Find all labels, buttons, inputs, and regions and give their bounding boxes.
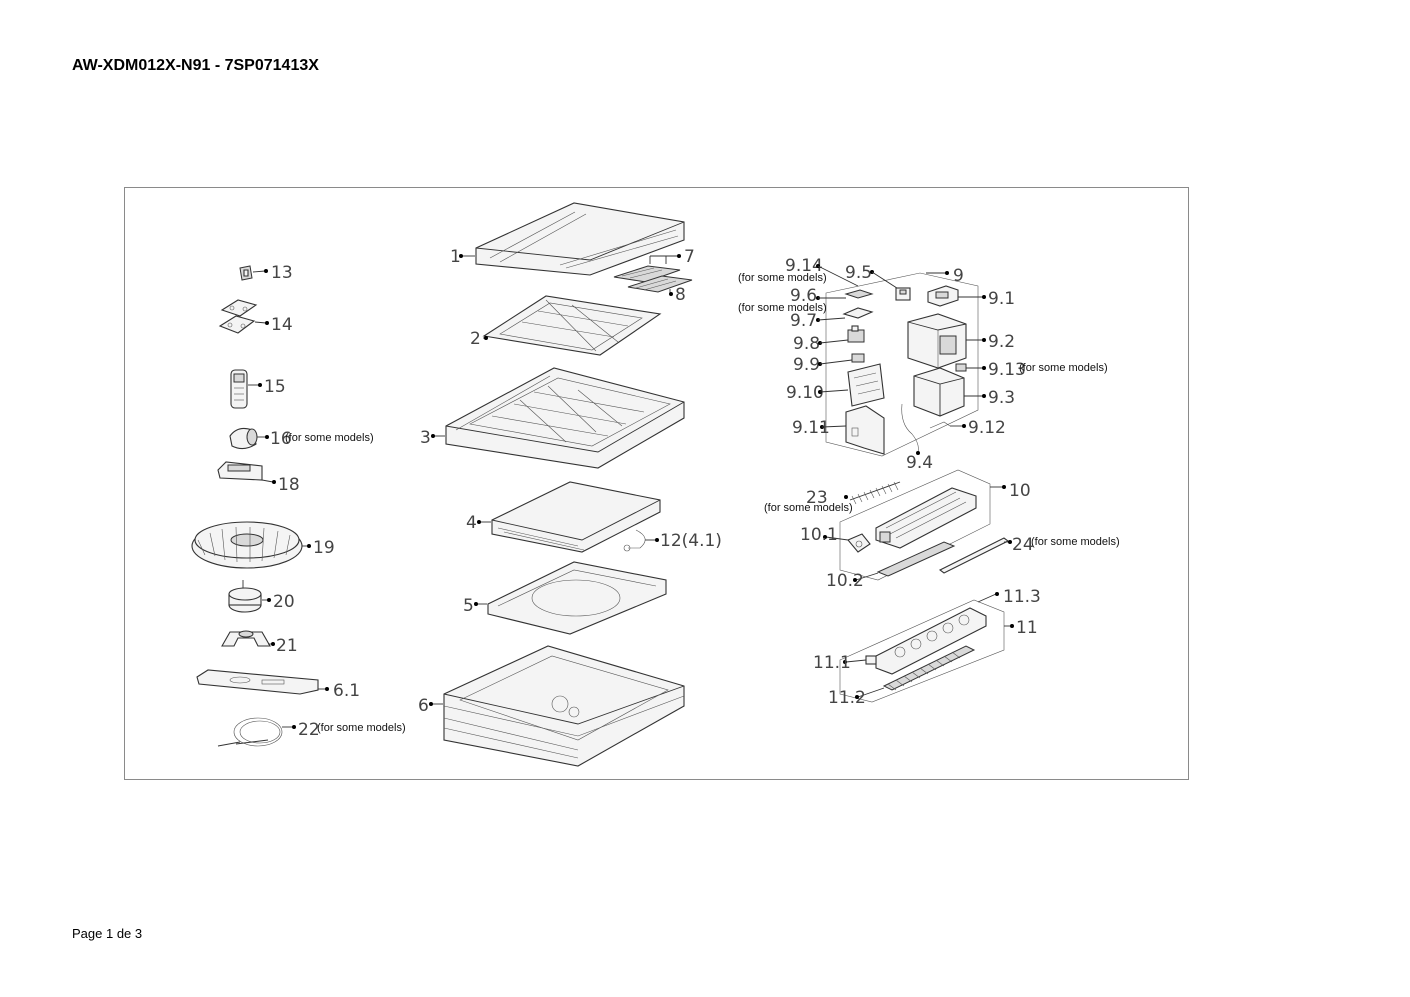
note-16: (for some models) [285,432,374,444]
callout-24: 24 [1012,535,1034,555]
page-footer: Page 1 de 3 [72,926,143,941]
part-6-chassis [443,645,685,767]
part-9-7-bracket [842,307,874,319]
callout-6: 6 [418,696,429,716]
document-title: AW-XDM012X-N91 - 7SP071413X [72,57,319,74]
part-9-6-board [844,289,874,299]
part-10-louver-frame [875,487,977,549]
callout-3: 3 [420,428,431,448]
callout-15: 15 [264,377,286,397]
callout-6-1: 6.1 [333,681,360,701]
part-9-2-electric-box [907,313,967,369]
part-15-remote-control [230,369,248,409]
part-9-1-terminal-block [927,285,959,307]
callout-14: 14 [271,315,293,335]
callout-9-12: 9.12 [968,418,1006,438]
callout-10-1: 10.1 [800,525,838,545]
callout-9-14: 9.14 [785,256,823,276]
callout-12: 12(4.1) [660,531,722,551]
callout-9-9: 9.9 [793,355,820,375]
part-11-pump-body [875,607,987,675]
callout-18: 18 [278,475,300,495]
callout-9-5: 9.5 [845,263,872,283]
part-4-evaporator [491,481,661,553]
callout-11-2: 11.2 [828,688,866,708]
callout-23: 23 [806,488,828,508]
part-3-panel-assembly [445,367,685,469]
part-24-link-rod [938,537,1010,574]
part-10-louver-motor-group [839,469,991,581]
callout-9-6: 9.6 [790,286,817,306]
part-9-5-relay [895,287,911,301]
part-9-13-sensor [955,363,967,372]
callout-21: 21 [276,636,298,656]
callout-5: 5 [463,596,474,616]
callout-10: 10 [1009,481,1031,501]
part-10-2-louver-blade [876,541,956,577]
callout-13: 13 [271,263,293,283]
part-1-top-panel [475,202,685,276]
callout-11: 11 [1016,618,1038,638]
part-6-1-drain-plate [196,669,319,695]
part-14-brackets [218,299,258,334]
part-9-11-cover [845,405,885,455]
part-11-1-fitting [865,655,877,665]
callout-8: 8 [675,285,686,305]
callout-9-11: 9.11 [792,418,830,438]
callout-1: 1 [450,247,461,267]
callout-9-8: 9.8 [793,334,820,354]
part-16-holder [229,427,258,450]
note-24: (for some models) [1031,536,1120,548]
callout-10-2: 10.2 [826,571,864,591]
callout-19: 19 [313,538,335,558]
part-9-9-component [851,353,865,363]
part-7-8-grilles [613,265,693,293]
part-9-8-component [847,325,865,343]
note-9-14: (for some models) [738,272,827,284]
part-23-spring [849,481,901,505]
part-22-drain-pipe [217,717,283,747]
callout-9-10: 9.10 [786,383,824,403]
part-11-2-fins [882,645,976,691]
callout-9-2: 9.2 [988,332,1015,352]
part-2-filter-frame [482,295,662,356]
callout-11-1: 11.1 [813,653,851,673]
part-11-water-pump-group [839,599,1005,703]
part-9-10-pcb [847,363,885,407]
callout-9-4: 9.4 [906,453,933,473]
callout-2: 2 [470,329,481,349]
callout-22: 22 [298,720,320,740]
part-5-drain-pan [487,561,667,635]
callout-9-7: 9.7 [790,311,817,331]
callout-9-3: 9.3 [988,388,1015,408]
note-22: (for some models) [317,722,406,734]
part-19-centrifugal-fan [191,521,303,569]
callout-4: 4 [466,513,477,533]
callout-9: 9 [953,266,964,286]
callout-20: 20 [273,592,295,612]
callout-16: 16 [270,429,292,449]
part-13-clip [239,265,253,281]
diagram-frame [124,187,1189,780]
callout-7: 7 [684,247,695,267]
note-9-6: (for some models) [738,302,827,314]
part-9-3-box-cover [913,367,965,417]
part-18-display-box [217,461,263,481]
note-9-13: (for some models) [1019,362,1108,374]
part-21-motor-mount [221,630,271,647]
note-23: (for some models) [764,502,853,514]
part-9-electric-box-group [825,272,979,457]
part-10-1-step-motor [847,533,871,553]
part-20-fan-motor [228,580,262,613]
callout-9-1: 9.1 [988,289,1015,309]
callout-9-13: 9.13 [988,360,1026,380]
callout-11-3: 11.3 [1003,587,1041,607]
